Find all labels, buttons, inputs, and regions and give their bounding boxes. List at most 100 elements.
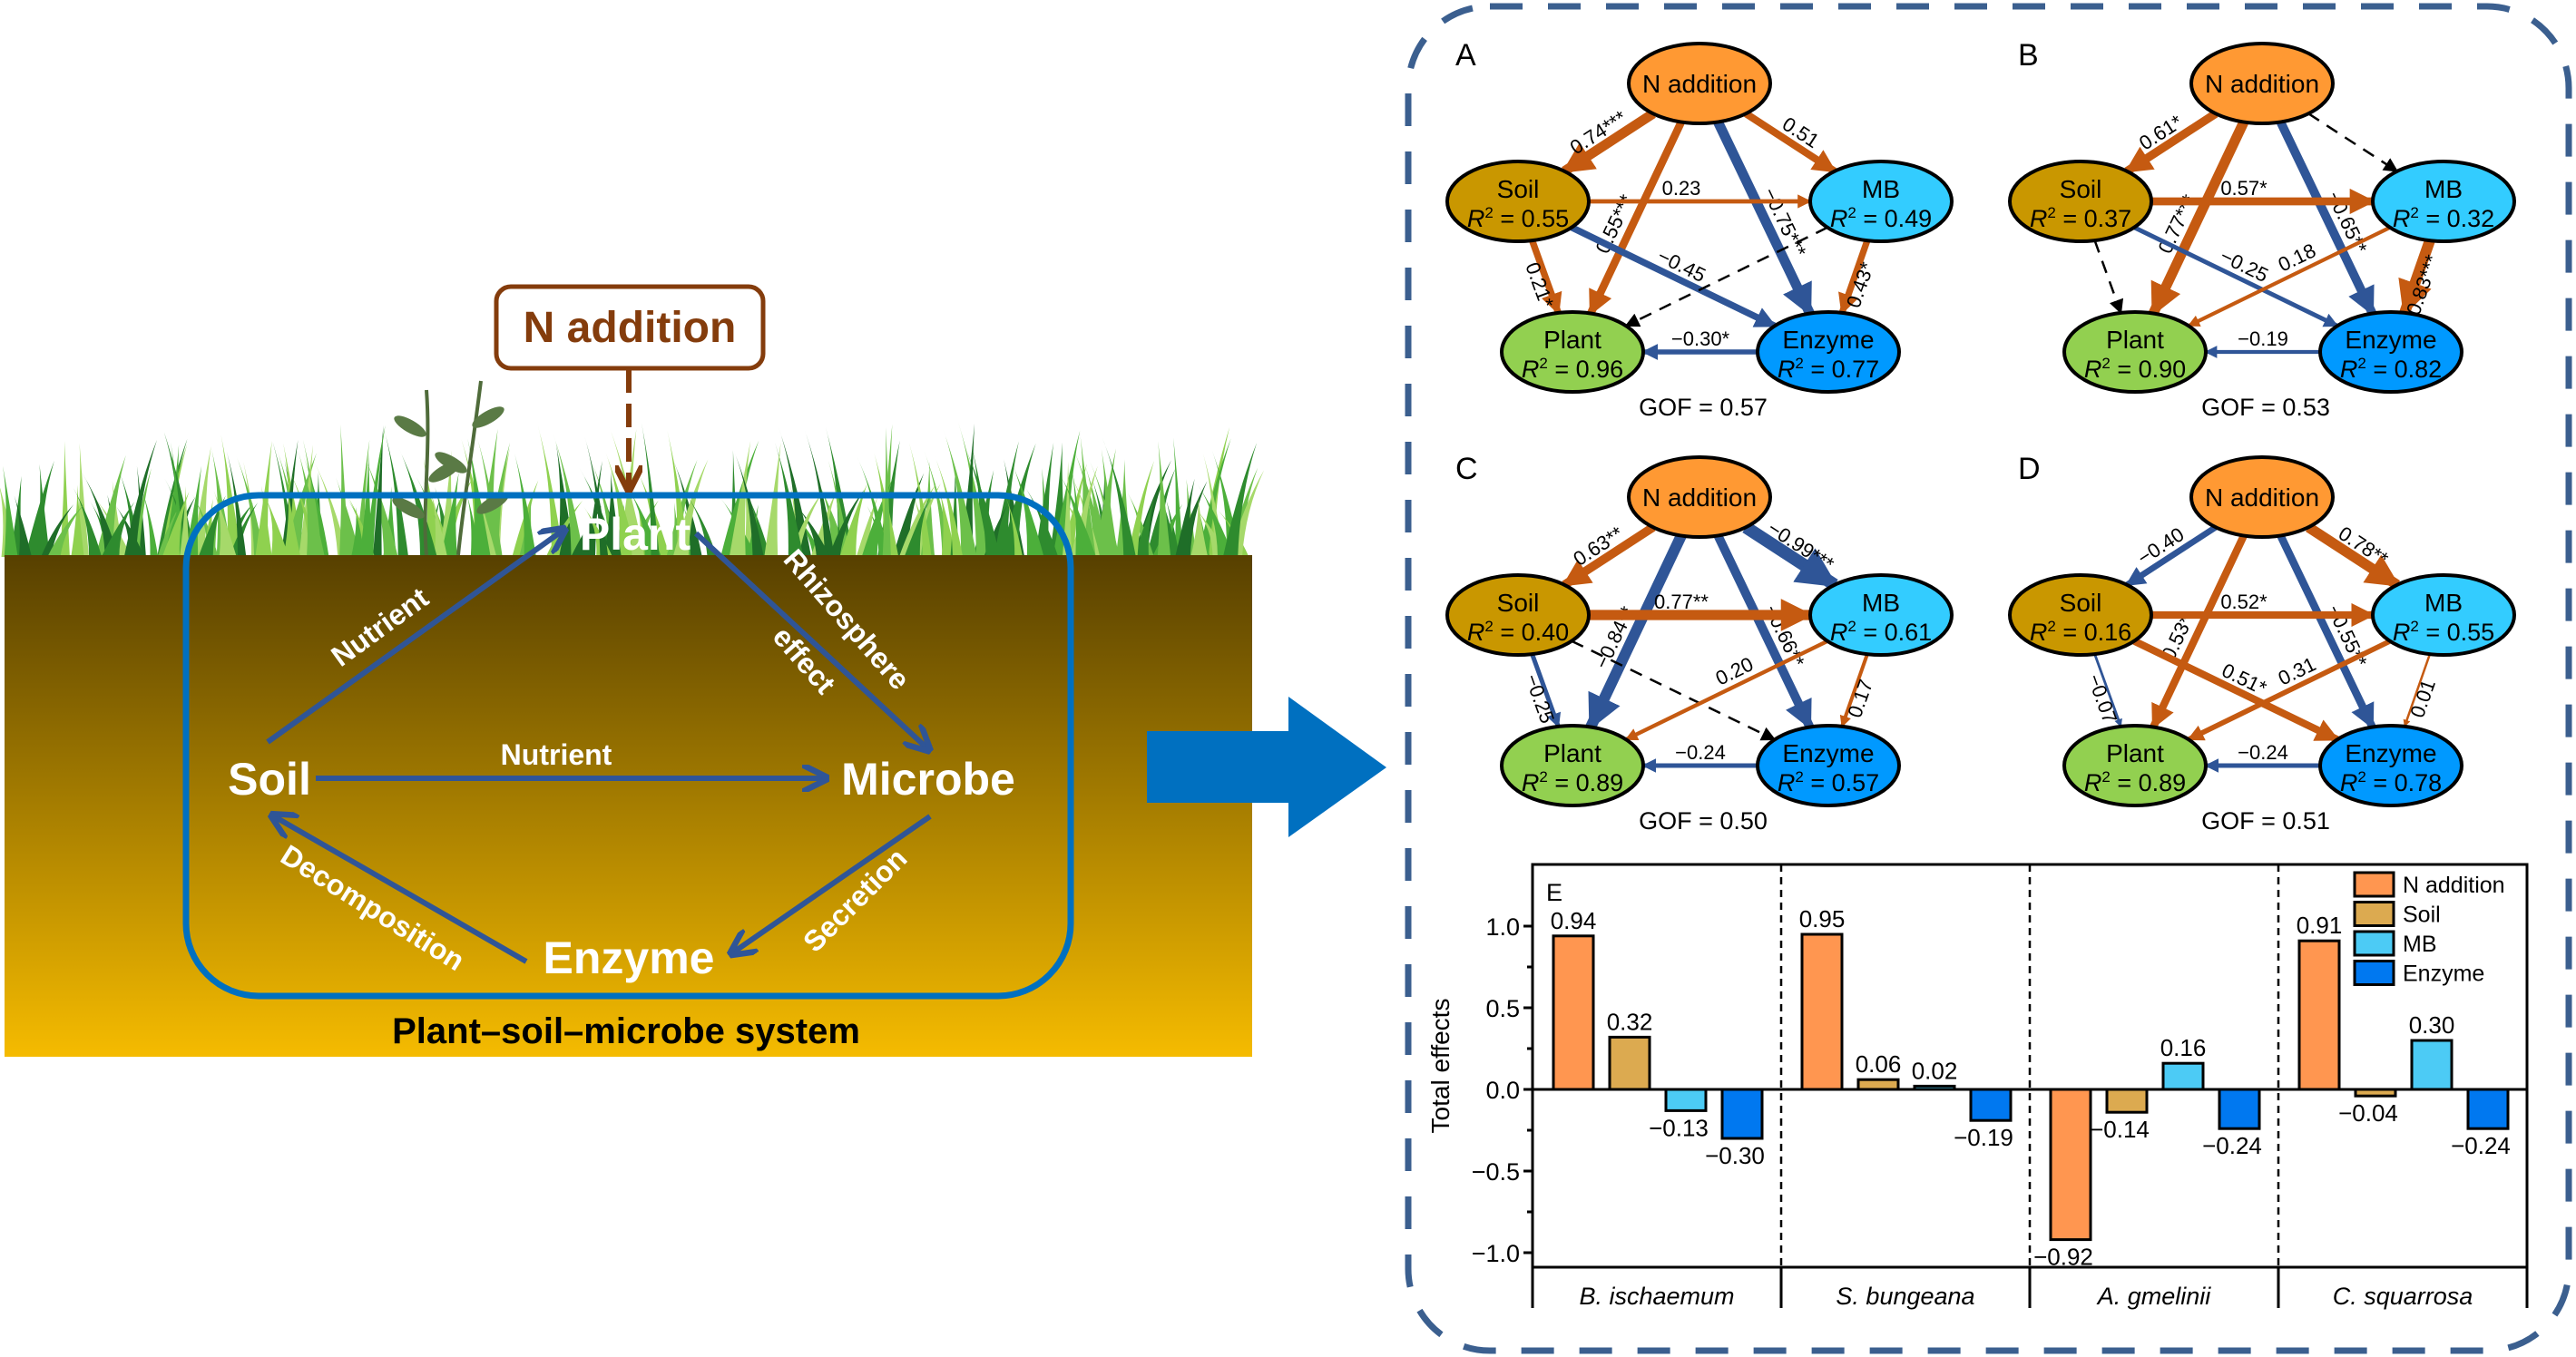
node-ellipse [1756, 724, 1901, 807]
bar-value-label: −0.19 [1954, 1124, 2013, 1151]
grass-blade [1072, 469, 1083, 557]
y-tick-label: 0.5 [1485, 995, 1520, 1022]
path-coefficient-soil-plant: −0.07 [2083, 671, 2121, 727]
bar-n-addition [2049, 1088, 2092, 1242]
path-coefficient-mb-enzyme: 0.43* [1842, 259, 1879, 310]
node-name: N addition [2205, 483, 2319, 512]
grass-blade [1012, 464, 1044, 557]
system-outline [182, 492, 1074, 1000]
bar-enzyme [2466, 1088, 2510, 1130]
grass-blade [430, 490, 448, 557]
node-ellipse [2318, 724, 2463, 807]
grass-blade [1160, 493, 1178, 557]
path-coefficient-enzyme-plant: −0.30* [1671, 327, 1730, 350]
flow-arrow-soil-plant [266, 531, 563, 745]
legend-swatch [2353, 901, 2395, 927]
node-r-squared: R2 = 0.89 [2084, 768, 2186, 796]
path-n-to-mb [1743, 110, 1837, 175]
grass-blade [642, 423, 660, 557]
path-coefficient-mb-enzyme: 0.01 [2405, 677, 2440, 721]
path-coefficient-soil-plant: −0.25 [1521, 671, 1559, 727]
path-coefficient-enzyme-plant: −0.24 [1675, 741, 1726, 764]
gof-value: GOF = 0.50 [1639, 807, 1768, 835]
grass-blade [1102, 437, 1136, 557]
grass-blade [198, 495, 226, 557]
grass-blade [310, 455, 348, 557]
grass-blade [226, 451, 247, 557]
path-coefficient-mb-enzyme: 0.17 [1843, 677, 1877, 721]
grass-blade [123, 439, 157, 557]
node-n: N addition [2189, 455, 2335, 539]
y-tick-label: −0.5 [1472, 1158, 1520, 1186]
grass-blade [1127, 461, 1155, 557]
grass-blade [339, 424, 349, 557]
node-name: Plant [1543, 326, 1601, 354]
path-n-to-plant [2150, 533, 2248, 729]
path-n-to-plant [2149, 120, 2248, 317]
grass-blade [729, 441, 751, 557]
node-name: Soil [1497, 589, 1540, 617]
node-r-squared: R2 = 0.49 [1830, 204, 1932, 232]
system-caption: Plant–soil–microbe system [392, 1011, 860, 1051]
node-name: Soil [1497, 175, 1540, 203]
node-label-enzyme: Enzyme [544, 932, 715, 983]
grass-blade [255, 441, 272, 557]
node-name: MB [1862, 589, 1900, 617]
bar-value-label: −0.30 [1705, 1142, 1765, 1169]
grass-blade [1222, 443, 1258, 557]
grass-blade [81, 471, 119, 557]
grass-blade [1199, 438, 1231, 557]
node-ellipse [2062, 310, 2208, 394]
grass-blade [909, 443, 932, 557]
grass-blade [265, 496, 289, 557]
node-ellipse [2189, 455, 2335, 539]
path-n-to-mb [1742, 522, 1838, 591]
legend-label: Enzyme [2403, 962, 2484, 987]
node-r-squared: R2 = 0.40 [1467, 618, 1569, 646]
results-panel-border [1405, 3, 2572, 1354]
node-name: N addition [1642, 483, 1757, 512]
bar-soil [1608, 1035, 1651, 1091]
node-r-squared: R2 = 0.96 [1522, 355, 1623, 383]
grass-blade [748, 496, 770, 557]
sem-panel-c: C0.63**−0.99***−0.84**−0.66**0.77**−0.25… [1445, 452, 1954, 835]
bar-value-label: 0.16 [2160, 1034, 2207, 1061]
grass-blade [1175, 478, 1195, 557]
node-r-squared: R2 = 0.55 [1467, 204, 1569, 232]
grass-blade [960, 424, 975, 557]
grass-blade [1190, 498, 1209, 557]
path-mb-to-enzyme [2403, 653, 2432, 727]
grass-blade [764, 442, 781, 557]
bar-value-label: 0.32 [1607, 1008, 1653, 1035]
grass-blade [1005, 497, 1024, 557]
big-right-arrow-icon [1147, 697, 1386, 837]
grass-blade [857, 456, 890, 557]
bar-value-label: −0.04 [2338, 1099, 2398, 1127]
bar-value-label: −0.14 [2090, 1116, 2150, 1143]
path-mb-to-plant [2187, 225, 2391, 328]
node-ellipse [1808, 573, 1954, 657]
node-name: MB [1862, 175, 1900, 203]
grass-blade [1092, 448, 1116, 557]
grass-blade [171, 442, 184, 557]
plant-soil-microbe-illustration: N addition Plant Soil Microbe Enzyme Nut… [0, 284, 1386, 1057]
bar-value-label: −0.13 [1649, 1114, 1709, 1141]
path-coefficient-soil-mb: 0.57* [2220, 177, 2267, 200]
grass-blade [898, 483, 936, 557]
path-soil-to-enzyme [2132, 638, 2340, 743]
grass-blade [157, 505, 181, 557]
legend-swatch [2353, 871, 2395, 898]
panel-letter-b: B [2018, 38, 2039, 73]
path-n-to-mb [2307, 112, 2399, 172]
sem-panel-a: A0.74***0.510.55***−0.75***0.23−0.450.21… [1445, 38, 1954, 421]
node-name: Soil [2060, 589, 2102, 617]
